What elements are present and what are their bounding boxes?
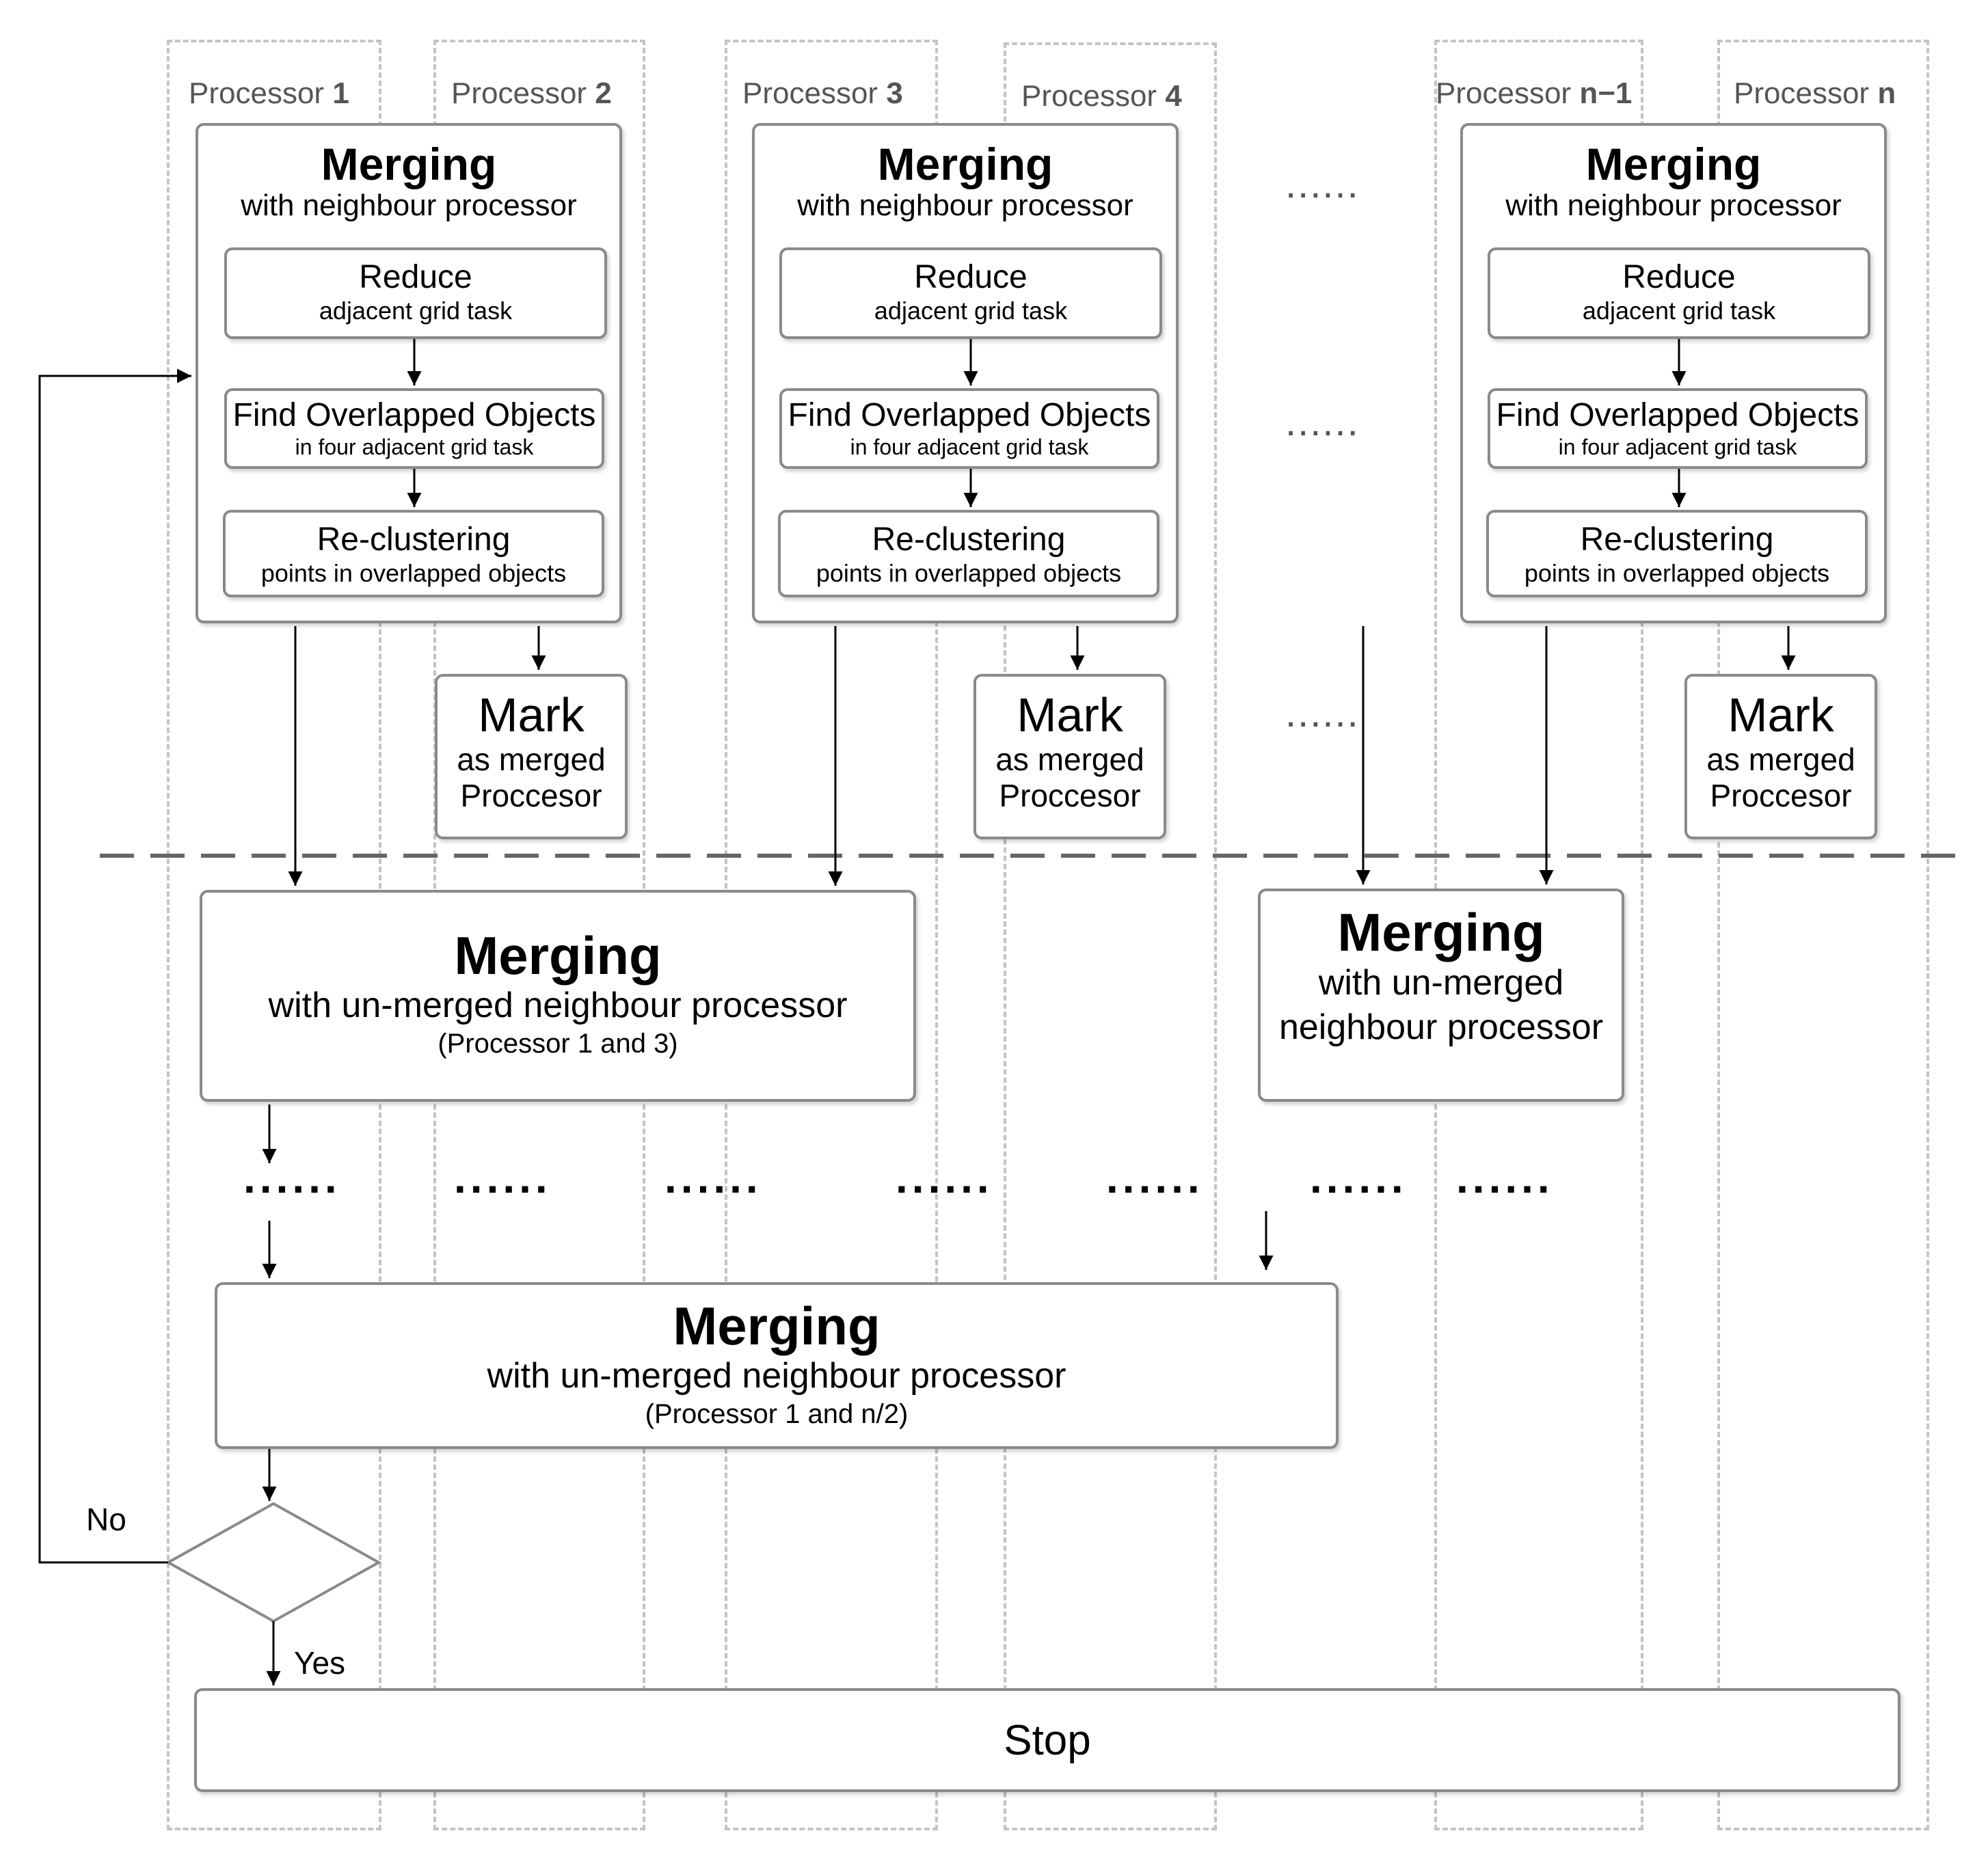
recluster-box-b: Re-clustering points in overlapped objec… — [778, 510, 1159, 597]
decision-line1: Root — [238, 1521, 310, 1559]
merging-unmerged-box-final: Merging with un-merged neighbour process… — [215, 1282, 1339, 1449]
find-overlap-box-c: Find Overlapped Objects in four adjacent… — [1488, 388, 1868, 469]
find-overlap-subtitle: in four adjacent grid task — [295, 435, 534, 460]
mark-line2: Proccesor — [999, 777, 1141, 813]
lane-label-number: 2 — [595, 77, 612, 110]
recluster-box-a: Re-clustering points in overlapped objec… — [223, 510, 604, 597]
lane-label-n: Processor n — [1734, 77, 1896, 111]
reduce-box-a: Reduce adjacent grid task — [224, 247, 607, 339]
merging-title: Merging — [1585, 139, 1762, 189]
lane-label-1: Processor 1 — [189, 77, 349, 111]
recluster-title: Re-clustering — [872, 521, 1066, 558]
merging-subtitle: with un-merged neighbour processor — [268, 985, 848, 1025]
ellipsis-row-1: ...... — [243, 1153, 341, 1202]
recluster-subtitle: points in overlapped objects — [816, 559, 1122, 588]
reduce-box-b: Reduce adjacent grid task — [779, 247, 1162, 339]
lane-label-text: Processor — [1021, 79, 1157, 113]
lane-label-3: Processor 3 — [742, 77, 903, 111]
mark-title: Mark — [478, 688, 585, 742]
lane-label-n-1: Processor n−1 — [1436, 77, 1632, 111]
ellipsis-row-7: ...... — [1456, 1153, 1554, 1202]
recluster-subtitle: points in overlapped objects — [1524, 559, 1830, 588]
reduce-title: Reduce — [359, 259, 472, 295]
mark-line2: Proccesor — [1710, 777, 1852, 813]
mark-line1: as merged — [995, 742, 1144, 777]
ellipsis-top-3: ...... — [1285, 691, 1360, 735]
merging-title: Merging — [673, 1296, 881, 1356]
merging-title: Merging — [877, 139, 1053, 189]
find-overlap-box-a: Find Overlapped Objects in four adjacent… — [224, 388, 604, 469]
find-overlap-title: Find Overlapped Objects — [1496, 397, 1859, 433]
lane-label-text: Processor — [1436, 77, 1572, 110]
lane-label-number: 4 — [1165, 79, 1182, 113]
decision-text: Root node? — [202, 1519, 346, 1604]
recluster-title: Re-clustering — [1580, 521, 1774, 558]
lane-label-number: 3 — [886, 77, 903, 110]
stop-label: Stop — [1004, 1716, 1091, 1764]
recluster-title: Re-clustering — [317, 521, 511, 558]
reduce-title: Reduce — [914, 259, 1027, 295]
lane-label-number: n−1 — [1579, 77, 1633, 110]
lane-label-number: n — [1877, 77, 1896, 110]
stop-box: Stop — [194, 1688, 1900, 1792]
merging-note: (Processor 1 and n/2) — [645, 1399, 909, 1430]
lane-label-text: Processor — [1734, 77, 1870, 110]
lane-label-text: Processor — [451, 77, 587, 110]
lane-label-number: 1 — [332, 77, 349, 110]
decision-line2: node? — [226, 1563, 322, 1602]
find-overlap-subtitle: in four adjacent grid task — [850, 435, 1089, 460]
merging-line1: with un-merged — [1318, 962, 1564, 1003]
merging-subtitle: with neighbour processor — [797, 189, 1133, 223]
lane-label-2: Processor 2 — [451, 77, 612, 111]
find-overlap-title: Find Overlapped Objects — [788, 397, 1151, 433]
lane-processor-4 — [1004, 42, 1217, 1830]
lane-label-4: Processor 4 — [1021, 79, 1182, 113]
mark-title: Mark — [1017, 688, 1123, 742]
merging-subtitle: with neighbour processor — [1505, 189, 1842, 223]
reduce-subtitle: adjacent grid task — [319, 297, 513, 325]
merging-subtitle: with neighbour processor — [241, 189, 577, 223]
ellipsis-row-6: ...... — [1310, 1153, 1408, 1202]
merging-note: (Processor 1 and 3) — [438, 1029, 678, 1059]
recluster-box-c: Re-clustering points in overlapped objec… — [1486, 510, 1868, 597]
mark-box-4: Mark as merged Proccesor — [973, 674, 1166, 839]
merging-subtitle: with un-merged neighbour processor — [487, 1355, 1066, 1396]
ellipsis-top-2: ...... — [1285, 400, 1360, 444]
reduce-title: Reduce — [1622, 259, 1736, 295]
ellipsis-row-5: ...... — [1106, 1153, 1204, 1202]
ellipsis-top-1: ...... — [1285, 162, 1360, 206]
recluster-subtitle: points in overlapped objects — [260, 559, 567, 588]
reduce-box-c: Reduce adjacent grid task — [1488, 247, 1870, 339]
decision-yes-label: Yes — [294, 1645, 346, 1681]
mark-title: Mark — [1728, 688, 1834, 742]
ellipsis-row-2: ...... — [454, 1153, 552, 1202]
mark-box-n: Mark as merged Proccesor — [1684, 674, 1877, 839]
mark-box-2: Mark as merged Proccesor — [435, 674, 628, 839]
lane-label-text: Processor — [742, 77, 878, 110]
find-overlap-box-b: Find Overlapped Objects in four adjacent… — [779, 388, 1159, 469]
mark-line1: as merged — [1706, 742, 1855, 777]
reduce-subtitle: adjacent grid task — [1582, 297, 1776, 325]
find-overlap-title: Find Overlapped Objects — [232, 397, 596, 433]
lane-processor-n — [1717, 40, 1929, 1830]
mark-line2: Proccesor — [460, 777, 602, 813]
merging-unmerged-box-1: Merging with un-merged neighbour process… — [200, 890, 916, 1102]
merging-title: Merging — [321, 139, 497, 189]
merging-title: Merging — [454, 925, 662, 986]
lane-label-text: Processor — [189, 77, 325, 110]
merging-unmerged-box-2: Merging with un-merged neighbour process… — [1258, 889, 1624, 1102]
find-overlap-subtitle: in four adjacent grid task — [1558, 435, 1797, 460]
ellipsis-row-4: ...... — [896, 1153, 993, 1202]
merging-title: Merging — [1337, 902, 1545, 962]
decision-no-label: No — [86, 1502, 126, 1537]
reduce-subtitle: adjacent grid task — [874, 297, 1068, 325]
ellipsis-row-3: ...... — [664, 1153, 762, 1202]
mark-line1: as merged — [457, 742, 606, 777]
merging-line2: neighbour processor — [1278, 1007, 1604, 1047]
